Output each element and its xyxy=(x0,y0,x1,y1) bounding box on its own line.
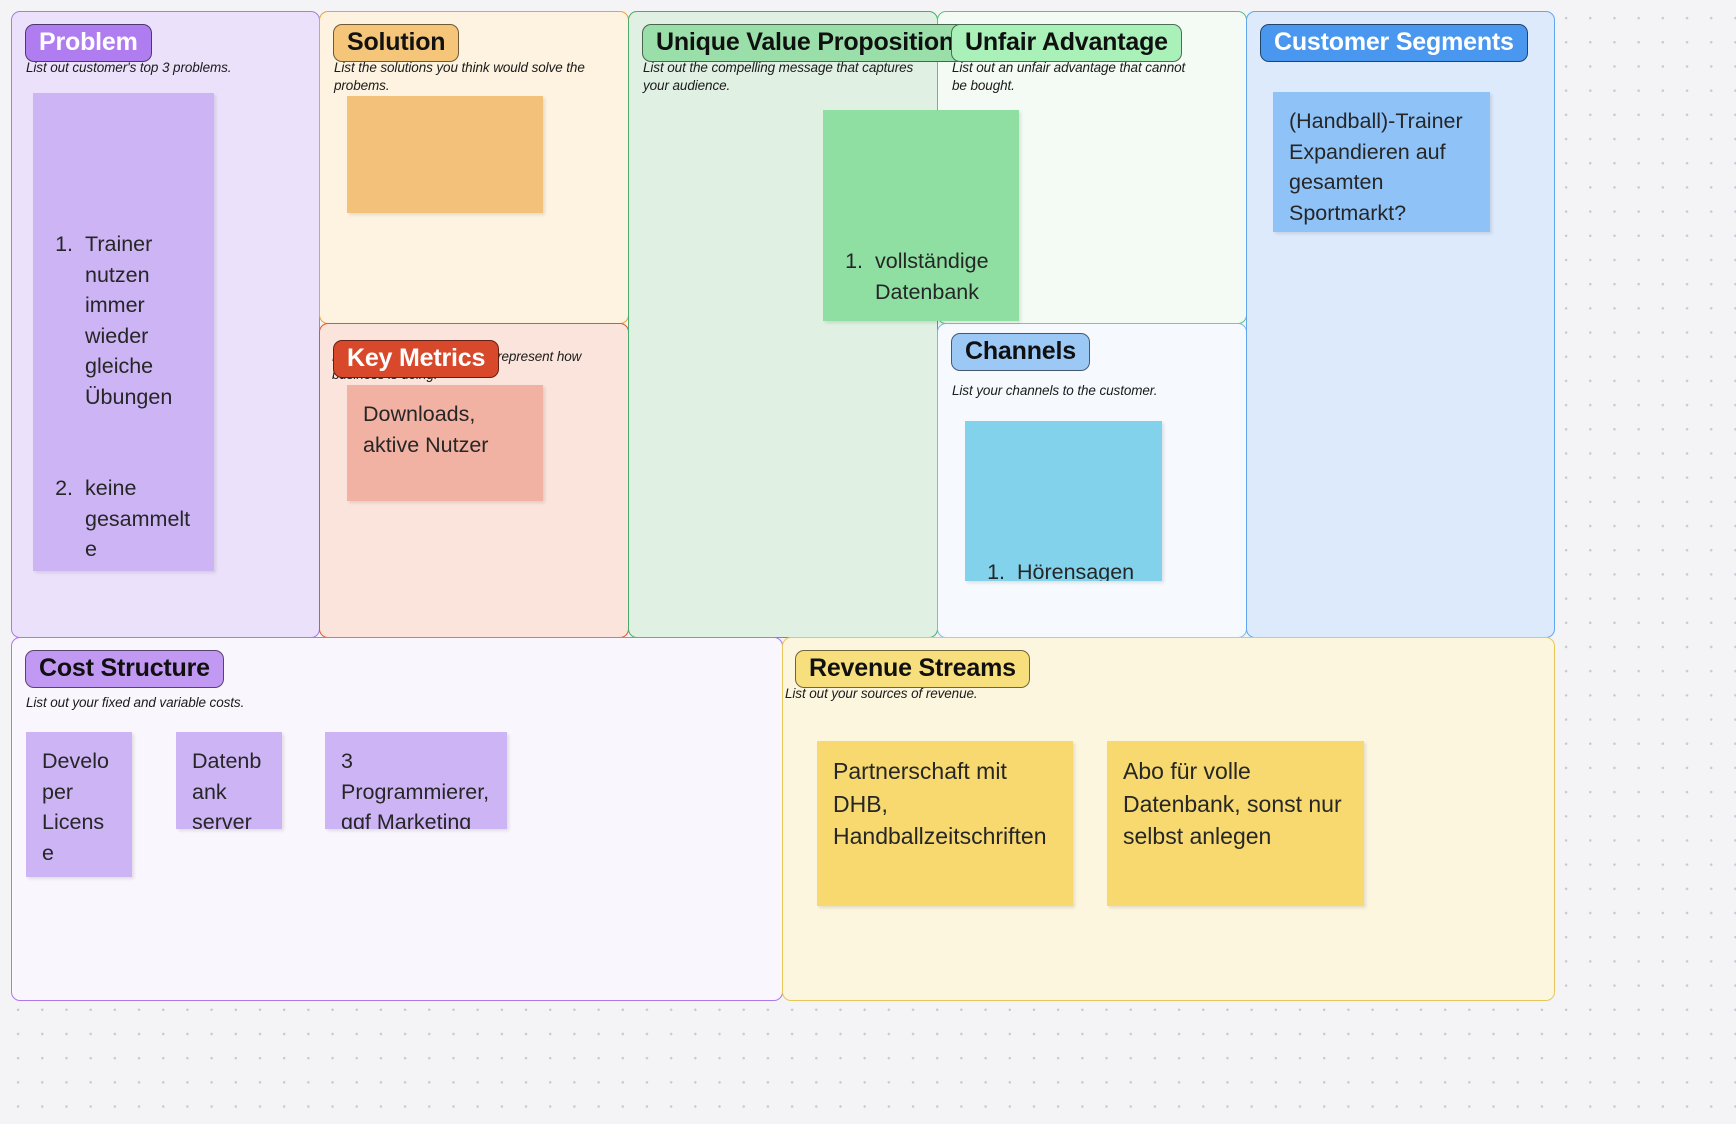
panel-label-cost-structure[interactable]: Cost Structure xyxy=(25,650,224,689)
list-item: Hörensagen xyxy=(1011,557,1146,581)
sticky-card-revenue-1[interactable]: Partnerschaft mit DHB, Handballzeitschri… xyxy=(817,741,1073,906)
panel-revenue-streams[interactable]: Revenue Streams List out your sources of… xyxy=(782,637,1555,1001)
panel-label-solution[interactable]: Solution xyxy=(333,24,460,63)
panel-key-metrics[interactable]: List out the key metrics that represent … xyxy=(319,323,629,638)
panel-solution[interactable]: Solution List the solutions you think wo… xyxy=(319,11,629,324)
sticky-card-revenue-2[interactable]: Abo für volle Datenbank, sonst nur selbs… xyxy=(1107,741,1364,906)
list-item: vollständige Datenbank xyxy=(869,246,1003,307)
panel-unique-value-proposition[interactable]: Unique Value Proposition List out the co… xyxy=(628,11,969,638)
panel-problem[interactable]: Problem List out customer's top 3 proble… xyxy=(11,11,320,638)
panel-label-key-metrics[interactable]: Key Metrics xyxy=(333,340,500,379)
panel-label-unique-value-proposition[interactable]: Unique Value Proposition xyxy=(642,24,969,63)
panel-customer-segments[interactable]: Customer Segments (Handball)-Trainer Exp… xyxy=(1246,11,1555,638)
sticky-card-key-metrics[interactable]: Downloads, aktive Nutzer xyxy=(347,385,543,501)
panel-label-customer-segments[interactable]: Customer Segments xyxy=(1260,24,1528,63)
sticky-card-solution[interactable]: Unsere App xyxy=(347,96,543,213)
list-item: Trainer nutzen immer wieder gleiche Übun… xyxy=(79,229,198,412)
sticky-card-unique-value-proposition[interactable]: vollständige Datenbank Feedback System L… xyxy=(823,110,1019,321)
panel-description-revenue-streams: List out your sources of revenue. xyxy=(785,686,978,701)
sticky-card-channels[interactable]: Hörensagen Social-Media Influencer (Mish… xyxy=(965,421,1162,581)
panel-label-unfair-advantage[interactable]: Unfair Advantage xyxy=(951,24,1182,63)
sticky-card-cost-2[interactable]: Datenbank server xyxy=(176,732,282,829)
list-item: keine gesammelte Datenbank xyxy=(79,473,198,571)
panel-description-unique-value-proposition: List out the compelling message that cap… xyxy=(643,60,914,93)
panel-description-problem: List out customer's top 3 problems. xyxy=(26,60,232,75)
panel-description-unfair-advantage: List out an unfair advantage that cannot… xyxy=(952,60,1186,93)
panel-channels[interactable]: Channels List your channels to the custo… xyxy=(937,323,1247,638)
sticky-card-cost-3[interactable]: 3 Programmierer, ggf Marketing xyxy=(325,732,507,829)
panel-label-problem[interactable]: Problem xyxy=(25,24,152,63)
sticky-card-customer-segments[interactable]: (Handball)-Trainer Expandieren auf gesam… xyxy=(1273,92,1490,232)
panel-description-channels: List your channels to the customer. xyxy=(952,383,1158,398)
sticky-card-cost-1[interactable]: Developer License ca 100€/ jahr xyxy=(26,732,132,877)
panel-label-revenue-streams[interactable]: Revenue Streams xyxy=(795,650,1030,689)
panel-description-cost-structure: List out your fixed and variable costs. xyxy=(26,695,245,710)
panel-cost-structure[interactable]: Cost Structure List out your fixed and v… xyxy=(11,637,783,1001)
sticky-card-problem[interactable]: Trainer nutzen immer wieder gleiche Übun… xyxy=(33,93,214,571)
panel-description-solution: List the solutions you think would solve… xyxy=(334,60,585,93)
panel-label-channels[interactable]: Channels xyxy=(951,333,1090,372)
